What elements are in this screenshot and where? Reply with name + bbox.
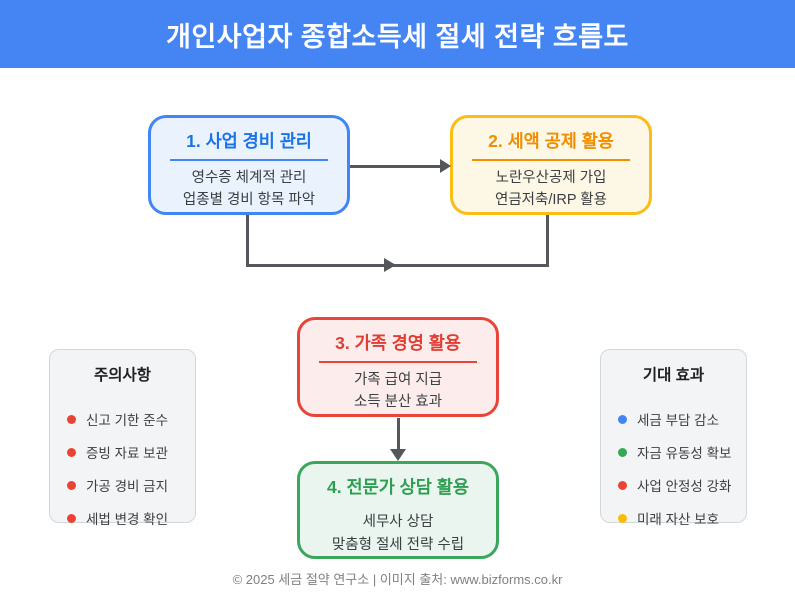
flow-box-expense-management: 1. 사업 경비 관리 영수증 체계적 관리 업종별 경비 항목 파악 (148, 115, 350, 215)
connector-elbow-left (246, 215, 249, 267)
connector-box1-box2 (350, 165, 442, 168)
footer-credit: © 2025 세금 절약 연구소 | 이미지 출처: www.bizforms.… (232, 572, 563, 587)
panel-title: 주의사항 (93, 367, 152, 384)
list-item: 증빙 자료 보관 (50, 442, 195, 462)
flow-box-line: 세무사 상담 (362, 514, 434, 531)
bullet-dot-icon (618, 447, 627, 457)
flow-box-expert-consulting: 4. 전문가 상담 활용 세무사 상담 맞춤형 절세 전략 수립 (297, 461, 499, 559)
flow-box-title: 3. 가족 경영 활용 (335, 333, 461, 353)
list-item-label: 사업 안정성 강화 (637, 479, 732, 494)
list-item-label: 세금 부담 감소 (637, 413, 720, 428)
bullet-dot-icon (67, 447, 76, 457)
list-item-label: 신고 기한 준수 (86, 413, 169, 428)
flow-box-line: 연금저축/IRP 활용 (494, 192, 607, 209)
list-item: 세금 부담 감소 (601, 409, 746, 429)
bullet-dot-icon (67, 480, 76, 490)
connector-elbow-horizontal (246, 264, 549, 267)
connector-box3-box4 (397, 418, 400, 452)
flow-box-line: 맞춤형 절세 전략 수립 (331, 536, 465, 553)
flow-box-title: 1. 사업 경비 관리 (186, 131, 312, 151)
list-item-label: 가공 경비 금지 (86, 479, 169, 494)
flow-box-family-management: 3. 가족 경영 활용 가족 급여 지급 소득 분산 효과 (297, 317, 499, 417)
list-item-label: 자금 유동성 확보 (637, 446, 732, 461)
flow-box-line: 노란우산공제 가입 (495, 170, 607, 186)
panel-title: 기대 효과 (642, 367, 705, 384)
list-item-label: 세법 변경 확인 (86, 512, 169, 527)
list-item-label: 증빙 자료 보관 (86, 446, 169, 461)
arrowhead-right-icon (384, 258, 396, 272)
bullet-dot-icon (618, 480, 627, 490)
arrowhead-right-icon (440, 159, 451, 173)
divider (319, 361, 477, 363)
list-item: 신고 기한 준수 (50, 409, 195, 429)
list-item: 미래 자산 보호 (601, 508, 746, 528)
divider (170, 159, 328, 161)
connector-elbow-right (546, 215, 549, 267)
flow-box-title: 4. 전문가 상담 활용 (327, 477, 469, 497)
flow-box-line: 가족 급여 지급 (353, 372, 443, 388)
header-bar: 개인사업자 종합소득세 절세 전략 흐름도 (0, 0, 795, 68)
bullet-dot-icon (67, 414, 76, 424)
flow-box-line: 소득 분산 효과 (353, 394, 443, 411)
divider (472, 159, 630, 161)
arrowhead-down-icon (390, 449, 406, 461)
list-item-label: 미래 자산 보호 (637, 512, 720, 527)
flow-box-line: 업종별 경비 항목 파악 (182, 192, 316, 209)
flow-box-tax-credit: 2. 세액 공제 활용 노란우산공제 가입 연금저축/IRP 활용 (450, 115, 652, 215)
bullet-dot-icon (67, 513, 76, 523)
list-item: 자금 유동성 확보 (601, 442, 746, 462)
flow-box-line: 영수증 체계적 관리 (191, 170, 307, 186)
panel-cautions: 주의사항 신고 기한 준수 증빙 자료 보관 가공 경비 금지 세법 변경 확인 (49, 349, 196, 527)
flow-box-title: 2. 세액 공제 활용 (488, 131, 614, 151)
bullet-dot-icon (618, 513, 627, 523)
panel-benefits: 기대 효과 세금 부담 감소 자금 유동성 확보 사업 안정성 강화 미래 자산… (600, 349, 747, 527)
bullet-dot-icon (618, 414, 627, 424)
list-item: 세법 변경 확인 (50, 508, 195, 528)
list-item: 가공 경비 금지 (50, 475, 195, 495)
list-item: 사업 안정성 강화 (601, 475, 746, 495)
page-title: 개인사업자 종합소득세 절세 전략 흐름도 (166, 21, 629, 52)
